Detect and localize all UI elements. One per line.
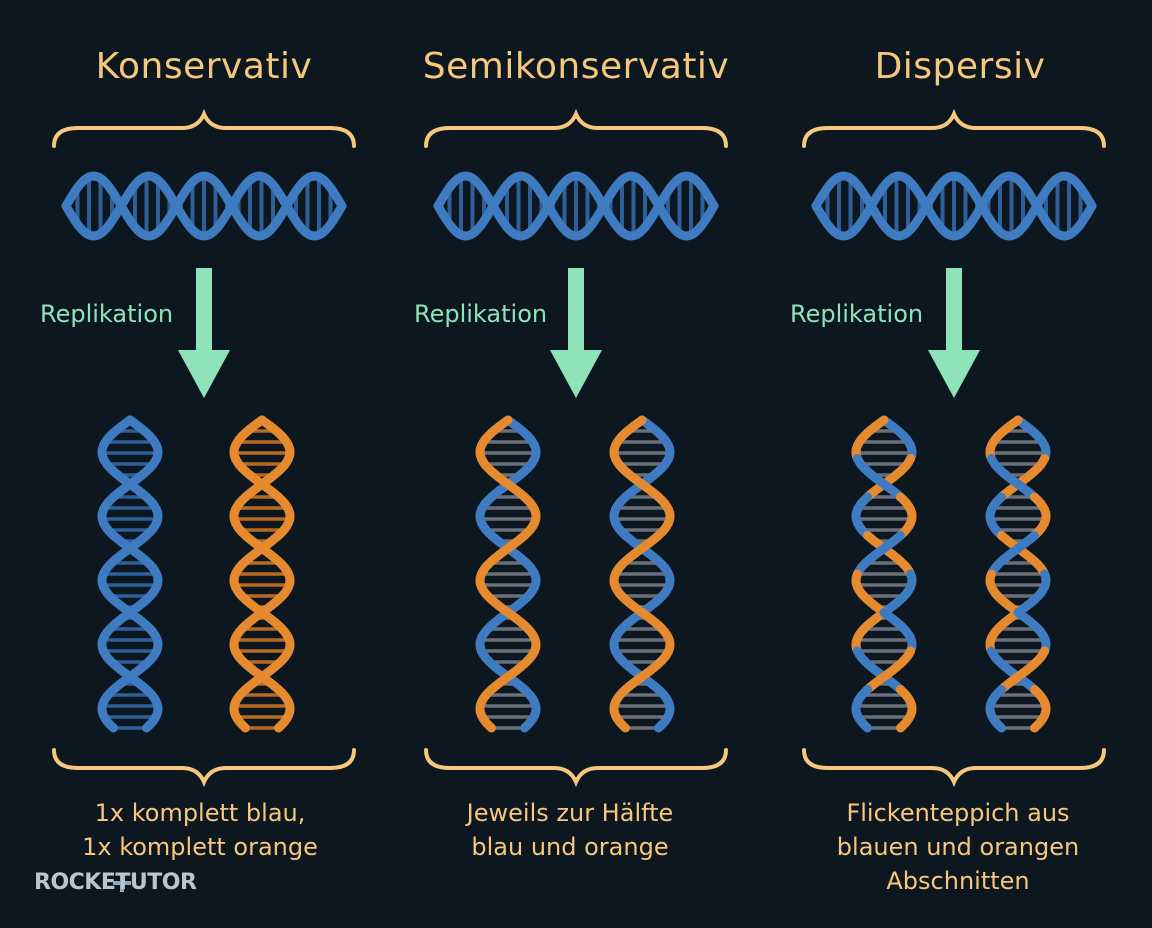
column-konservativ: Konservativ Replikation 1x komplett blau… xyxy=(12,0,396,928)
parent-helix-2 xyxy=(433,171,719,241)
replication-label: Replikation xyxy=(40,300,174,328)
caption-line: Abschnitten xyxy=(886,867,1030,895)
caption-line: blauen und orangen xyxy=(836,833,1080,861)
daughter-helix-3-1 xyxy=(851,415,917,733)
column-caption: Flickenteppich aus blauen und orangen Ab… xyxy=(766,796,1150,898)
column-title: Dispersiv xyxy=(874,46,1046,87)
column-dispersiv: Dispersiv Replikation Flickenteppich aus… xyxy=(768,0,1152,928)
caption-line: 1x komplett orange xyxy=(82,833,318,861)
caption-line: Jeweils zur Hälfte xyxy=(466,799,674,827)
brand-logo-text: ROCKETUTOR xyxy=(34,870,197,895)
parent-helix-1 xyxy=(61,171,347,241)
rocket-cross-icon xyxy=(113,874,131,892)
caption-line: Flickenteppich aus xyxy=(846,799,1070,827)
top-brace-3 xyxy=(802,108,1106,148)
daughter-helix-1-2 xyxy=(229,415,295,733)
top-brace-1 xyxy=(52,108,356,148)
column-title: Semikonservativ xyxy=(422,46,730,87)
column-semikonservativ: Semikonservativ Replikation Jeweils zur … xyxy=(384,0,768,928)
column-caption: Jeweils zur Hälfte blau und orange xyxy=(378,796,762,864)
top-brace-2 xyxy=(424,108,728,148)
brand-logo: ROCKETUTOR xyxy=(34,870,197,895)
bottom-brace-3 xyxy=(802,748,1106,788)
replication-arrow-3 xyxy=(928,268,980,398)
daughter-helix-3-2 xyxy=(985,415,1051,733)
daughter-helix-2-1 xyxy=(475,415,541,733)
bottom-brace-1 xyxy=(52,748,356,788)
column-title: Konservativ xyxy=(95,46,313,87)
caption-line: 1x komplett blau, xyxy=(94,799,306,827)
replication-arrow-2 xyxy=(550,268,602,398)
parent-helix-3 xyxy=(811,171,1097,241)
daughter-helix-1-1 xyxy=(97,415,163,733)
daughter-helix-2-2 xyxy=(609,415,675,733)
replication-label: Replikation xyxy=(790,300,924,328)
column-caption: 1x komplett blau, 1x komplett orange xyxy=(8,796,392,864)
replication-label: Replikation xyxy=(414,300,548,328)
bottom-brace-2 xyxy=(424,748,728,788)
replication-arrow-1 xyxy=(178,268,230,398)
caption-line: blau und orange xyxy=(471,833,669,861)
